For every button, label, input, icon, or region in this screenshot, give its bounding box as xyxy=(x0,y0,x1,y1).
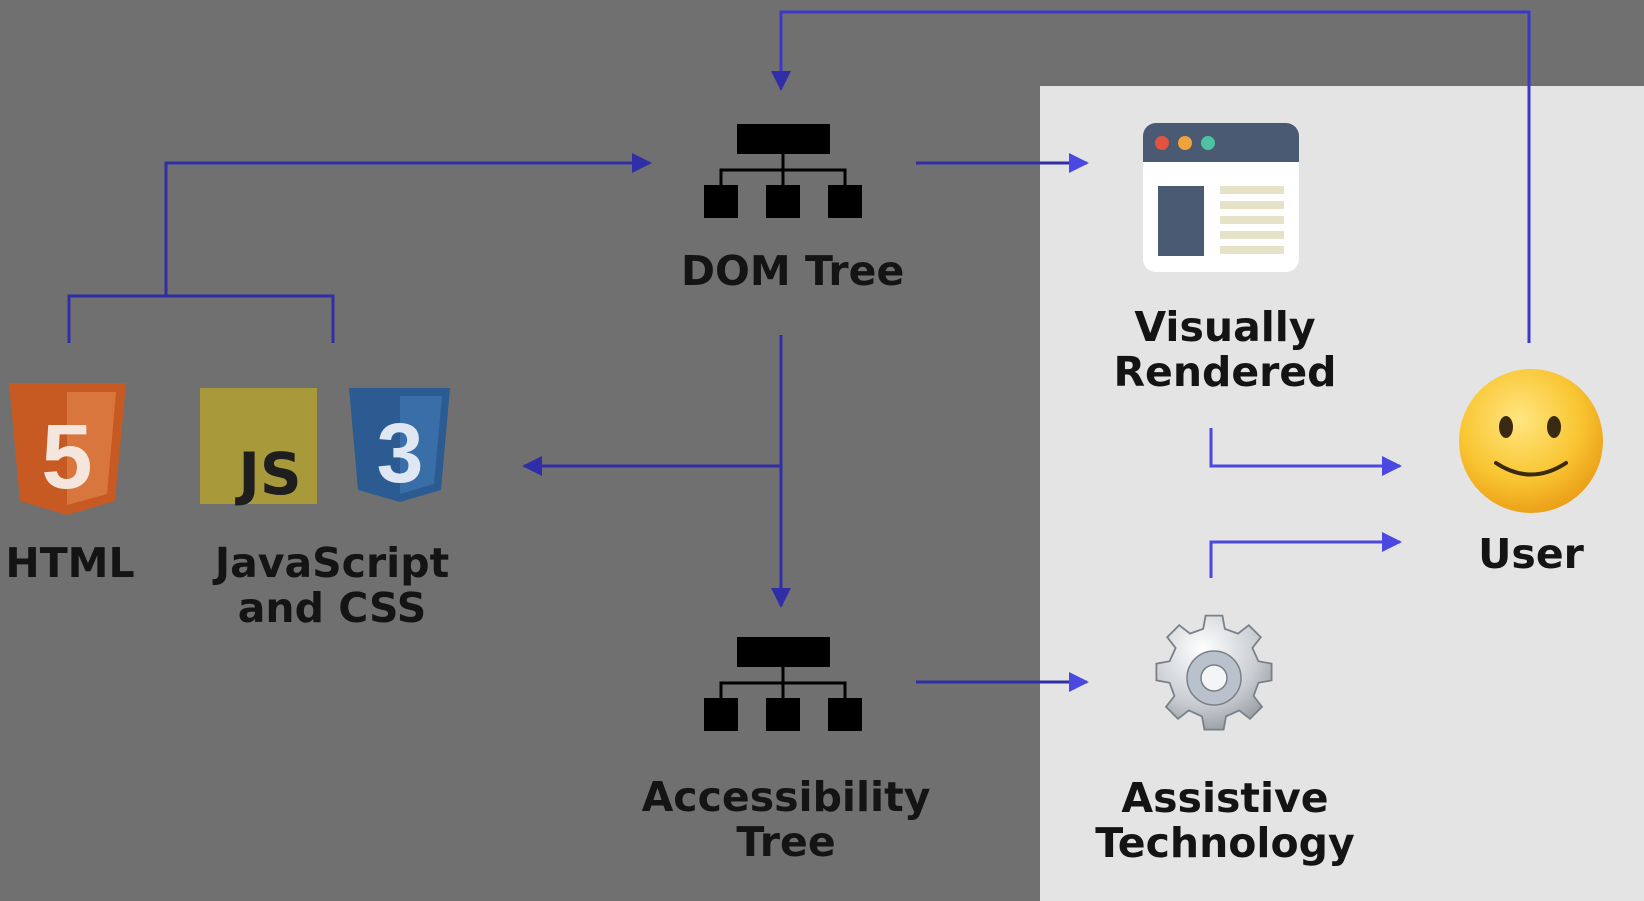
visually-rendered-label: Visually Rendered xyxy=(1100,305,1350,395)
user-label-text: User xyxy=(1478,530,1584,578)
assistive-technology-label-line1: Assistive xyxy=(1121,774,1329,822)
css3-badge: 3 xyxy=(377,406,424,500)
css3-icon: 3 xyxy=(349,388,450,502)
dom-tree-label: DOM Tree xyxy=(681,247,905,295)
js-badge: JS xyxy=(234,440,301,508)
js-css-label-line1: JavaScript xyxy=(214,539,450,587)
html-label: HTML xyxy=(0,541,140,586)
assistive-technology-label-line2: Technology xyxy=(1095,819,1355,867)
accessibility-tree-label-line1: Accessibility xyxy=(641,773,931,821)
browser-window-icon xyxy=(1143,123,1299,272)
accessibility-tree-icon xyxy=(704,637,862,731)
dom-tree-icon xyxy=(704,124,862,218)
connector-html-js-to-dom xyxy=(67,153,652,343)
gear-icon xyxy=(1155,614,1273,731)
arrow-user-to-dom xyxy=(771,10,1531,343)
javascript-icon: JS xyxy=(200,388,317,508)
accessibility-tree-label: Accessibility Tree xyxy=(641,775,931,865)
accessibility-tree-label-line2: Tree xyxy=(736,818,836,866)
user-label: User xyxy=(1471,532,1591,577)
visually-rendered-label-line2: Rendered xyxy=(1113,348,1337,396)
arrow-visual-to-user xyxy=(1209,428,1402,476)
html-label-text: HTML xyxy=(5,539,135,587)
html5-icon: 5 xyxy=(9,383,126,515)
visually-rendered-label-line1: Visually xyxy=(1134,303,1316,351)
dom-tree-label-text: DOM Tree xyxy=(681,247,905,295)
assistive-technology-label: Assistive Technology xyxy=(1085,776,1365,866)
js-css-label-line2: and CSS xyxy=(237,584,427,632)
js-css-label: JavaScript and CSS xyxy=(212,541,452,631)
arrow-assistive-to-user xyxy=(1209,532,1402,578)
html5-badge: 5 xyxy=(41,406,92,508)
smiley-icon xyxy=(1459,369,1603,513)
